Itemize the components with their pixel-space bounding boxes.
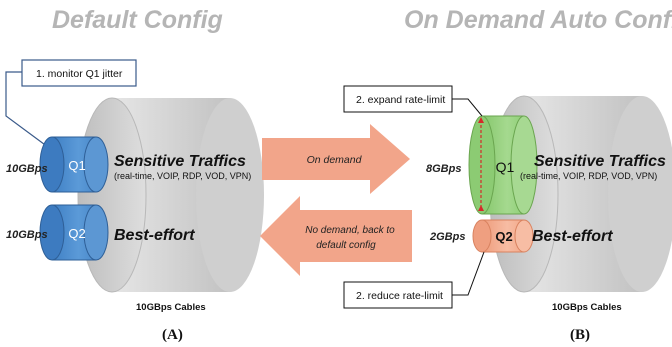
right-callout-top: 2. expand rate-limit: [343, 85, 483, 117]
back-arrow: No demand, back to default config: [260, 196, 412, 276]
left-besteffort: Best-effort: [114, 227, 195, 244]
right-caption: (B): [570, 327, 590, 343]
left-callout: 1. monitor Q1 jitter: [5, 59, 137, 151]
right-q1-label: Q1: [496, 159, 515, 175]
left-q1-label: Q1: [68, 158, 85, 173]
back-arrow-label-line1: No demand, back to: [305, 225, 395, 236]
left-q1-rate: 10GBps: [6, 163, 48, 175]
left-q1-cylinder: Q1: [39, 136, 109, 193]
title-default-config: Default Config: [52, 6, 223, 34]
left-cable-cylinder: [77, 97, 264, 293]
left-cables-label: 10GBps Cables: [136, 302, 206, 313]
forward-arrow: On demand: [262, 124, 410, 194]
right-panel: Q1 Q2 2. expand rate-limit 2. reduce rat…: [343, 85, 672, 343]
left-panel: 1. monitor Q1 jitter Q1 Q2 10GBps 10GBps…: [5, 59, 264, 343]
right-q1-rate: 8GBps: [426, 163, 461, 175]
callout-expand-rate-limit: 2. expand rate-limit: [356, 94, 445, 106]
right-sensitive-title: Sensitive Traffics: [534, 153, 666, 170]
callout-reduce-rate-limit: 2. reduce rate-limit: [356, 290, 443, 302]
right-callout-bottom: 2. reduce rate-limit: [343, 251, 485, 309]
right-besteffort: Best-effort: [532, 228, 613, 245]
left-q2-rate: 10GBps: [6, 229, 48, 241]
title-on-demand-config: On Demand Auto Config: [404, 6, 672, 34]
right-q2-label: Q2: [495, 229, 512, 244]
forward-arrow-label: On demand: [307, 154, 363, 166]
left-q2-label: Q2: [68, 226, 85, 241]
left-sensitive-sub: (real-time, VOIP, RDP, VOD, VPN): [114, 171, 251, 181]
callout-monitor-q1: 1. monitor Q1 jitter: [36, 68, 123, 80]
back-arrow-label-line2: default config: [316, 240, 376, 251]
left-q2-cylinder: Q2: [39, 204, 109, 261]
right-q2-rate: 2GBps: [429, 231, 465, 243]
right-q1-cylinder: Q1: [468, 115, 538, 215]
right-sensitive-sub: (real-time, VOIP, RDP, VOD, VPN): [520, 171, 657, 181]
right-q2-cylinder: Q2: [472, 219, 534, 253]
left-caption: (A): [162, 327, 183, 343]
right-cables-label: 10GBps Cables: [552, 302, 622, 313]
left-sensitive-title: Sensitive Traffics: [114, 153, 246, 170]
